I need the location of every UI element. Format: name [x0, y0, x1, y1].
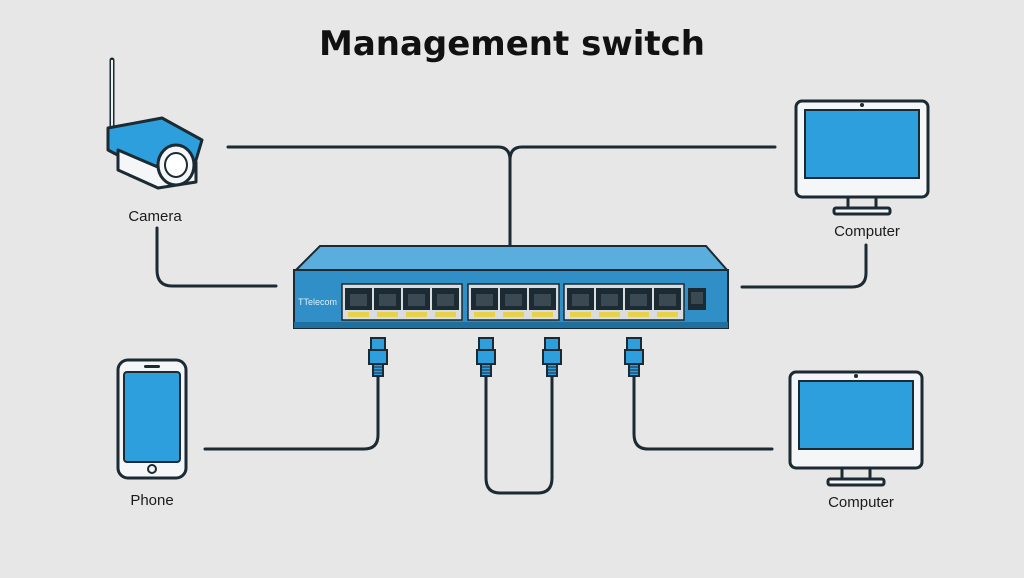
switch-port-11 [654, 288, 681, 317]
network-switch: TTelecom [293, 245, 730, 329]
camera-icon [106, 57, 204, 190]
computer-bottom-link [632, 374, 774, 451]
switch-port-7 [529, 288, 556, 317]
computer-bottom-icon [788, 370, 924, 487]
diagram-title: Management switch [318, 24, 706, 64]
switch-port-2 [374, 288, 401, 317]
switch-port-4 [432, 288, 459, 317]
switch-port-8 [567, 288, 594, 317]
camera-link [155, 226, 278, 288]
phone-icon [116, 358, 188, 480]
switch-port-10 [625, 288, 652, 317]
loop-cable [484, 374, 554, 495]
computer-top-link [740, 243, 868, 289]
cable-plug-3 [542, 337, 562, 377]
cable-plugs [368, 337, 644, 377]
phone-link [203, 374, 380, 451]
switch-port-9 [596, 288, 623, 317]
switch-port-3 [403, 288, 430, 317]
switch-brand: TTelecom [298, 297, 337, 307]
computer-top-icon [794, 99, 930, 216]
computer-bottom-label: Computer [828, 494, 894, 511]
switch-port-1 [345, 288, 372, 317]
computer-top-label: Computer [834, 223, 900, 240]
camera-label: Camera [128, 208, 182, 225]
cable-plug-4 [624, 337, 644, 377]
switch-port-6 [500, 288, 527, 317]
phone-label: Phone [130, 492, 174, 509]
cable-plug-1 [368, 337, 388, 377]
cable-plug-2 [476, 337, 496, 377]
uplink-port [688, 288, 706, 310]
switch-port-group [341, 283, 706, 321]
camera-top-link [226, 145, 777, 248]
switch-port-5 [471, 288, 498, 317]
